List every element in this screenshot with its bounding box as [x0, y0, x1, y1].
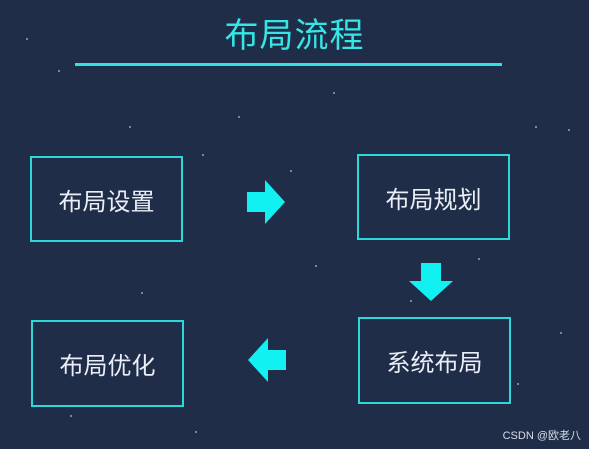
diagram-title: 布局流程 — [224, 16, 365, 56]
watermark: CSDN @欧老八 — [502, 430, 581, 442]
background-star — [70, 415, 72, 417]
background-star — [238, 116, 240, 118]
node-system-layout: 系统布局 — [358, 317, 511, 404]
background-star — [195, 431, 197, 433]
background-star — [58, 70, 60, 72]
background-star — [333, 92, 335, 94]
background-star — [568, 129, 570, 131]
title-underline — [75, 63, 502, 66]
node-label: 布局设置 — [58, 187, 155, 216]
node-layout-optimization: 布局优化 — [31, 320, 184, 407]
background-star — [290, 170, 292, 172]
node-layout-planning: 布局规划 — [357, 154, 510, 240]
arrow-down-icon — [409, 263, 453, 301]
background-star — [410, 300, 412, 302]
background-star — [478, 258, 480, 260]
background-star — [517, 383, 519, 385]
background-star — [560, 332, 562, 334]
arrow-left-icon — [248, 338, 286, 382]
node-label: 布局规划 — [385, 185, 482, 214]
background-star — [535, 126, 537, 128]
arrow-right-icon — [247, 180, 285, 224]
background-star — [129, 126, 131, 128]
background-star — [202, 154, 204, 156]
background-star — [141, 292, 143, 294]
node-label: 布局优化 — [59, 352, 156, 380]
node-layout-setup: 布局设置 — [30, 156, 183, 242]
node-label: 系统布局 — [386, 349, 483, 377]
background-star — [315, 265, 317, 267]
background-star — [26, 38, 28, 40]
